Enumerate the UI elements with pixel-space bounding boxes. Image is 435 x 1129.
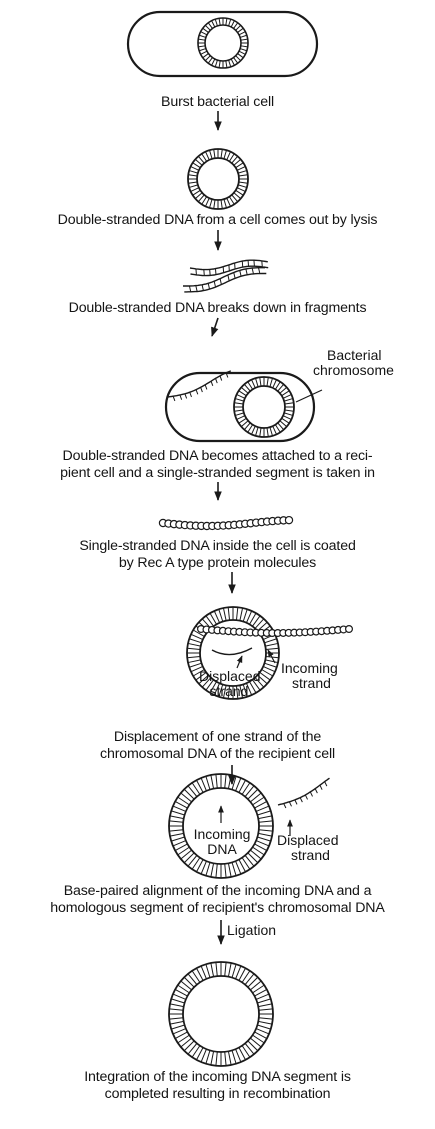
label-displaced-2: Displaced: [277, 832, 338, 848]
rec-a-coated-single-strand: [159, 517, 292, 530]
bacterial-chromosome-ring: [234, 377, 294, 437]
caption-integration-line1: Integration of the incoming DNA segment …: [0, 1069, 435, 1086]
flow-arrow-3: [212, 318, 218, 336]
bacterial-chromosome-ring: [198, 18, 248, 68]
label-incoming-strand: strand: [292, 675, 331, 691]
label-incoming-dna: Incoming: [186, 826, 258, 842]
caption-displacement-line2: chromosomal DNA of the recipient cell: [0, 746, 435, 763]
caption-fragments: Double-stranded DNA breaks down in fragm…: [0, 300, 435, 317]
label-dna: DNA: [186, 841, 258, 857]
recipient-cell: [166, 371, 322, 441]
chromosome-pointer: [296, 390, 322, 402]
caption-attachment-line2: pient cell and a single-stranded segment…: [0, 465, 435, 482]
dna-fragments: [183, 260, 268, 292]
label-displaced-strand: strand: [199, 683, 259, 699]
caption-coated-line1: Single-stranded DNA inside the cell is c…: [0, 538, 435, 555]
label-strand-2: strand: [291, 847, 330, 863]
caption-integration-line2: completed resulting in recombination: [0, 1086, 435, 1103]
caption-burst-cell: Burst bacterial cell: [0, 94, 435, 111]
displaced-strand-fragment: [278, 778, 330, 808]
label-incoming: Incoming: [281, 660, 338, 676]
released-dna-ring: [188, 149, 248, 209]
recombined-chromosome-ring: [169, 962, 273, 1066]
entering-dna-fragment: [168, 371, 231, 401]
caption-coated-line2: by Rec A type protein molecules: [0, 555, 435, 572]
caption-displacement-line1: Displacement of one strand of the: [0, 729, 435, 746]
label-displaced: Displaced: [199, 668, 259, 684]
caption-lysis: Double-stranded DNA from a cell comes ou…: [0, 212, 435, 229]
label-ligation: Ligation: [227, 922, 276, 938]
label-chromosome: chromosome: [313, 362, 394, 378]
label-bacterial: Bacterial: [327, 347, 381, 363]
caption-alignment-line1: Base-paired alignment of the incoming DN…: [0, 883, 435, 900]
burst-bacterial-cell: [128, 12, 317, 76]
caption-alignment-line2: homologous segment of recipient's chromo…: [0, 900, 435, 917]
caption-attachment-line1: Double-stranded DNA becomes attached to …: [0, 448, 435, 465]
